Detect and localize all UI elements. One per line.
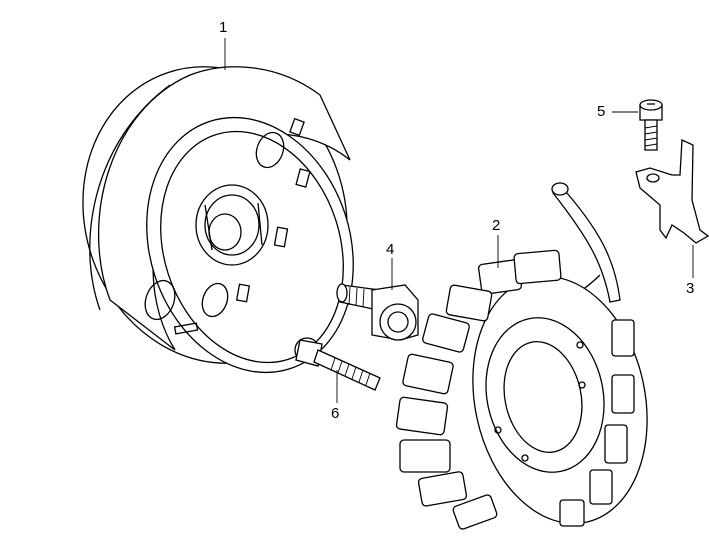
stator-bolt: [294, 337, 381, 391]
socket-head-screw: [639, 99, 663, 151]
wire-clamp-bracket: [635, 139, 709, 244]
callout-1: 1: [219, 19, 228, 36]
callout-4: 4: [386, 241, 395, 258]
flywheel-rotor: [82, 66, 354, 374]
rotor-bolt-with-washer: [336, 283, 419, 341]
stator-coil: [395, 182, 648, 530]
callout-2: 2: [492, 217, 501, 234]
callout-3: 3: [686, 280, 695, 297]
callout-6: 6: [331, 405, 340, 422]
leader-lines: [224, 38, 694, 403]
callout-5: 5: [597, 103, 606, 120]
